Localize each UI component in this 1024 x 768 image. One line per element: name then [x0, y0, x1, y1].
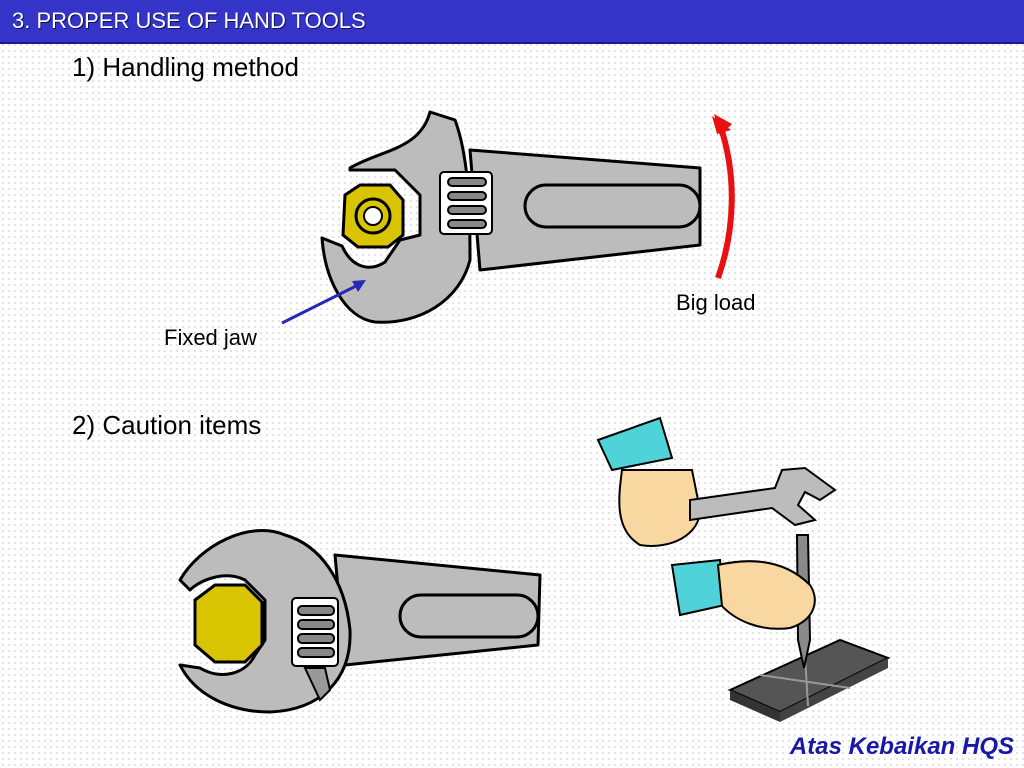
title-bar: 3. PROPER USE OF HAND TOOLS — [0, 0, 1024, 44]
section-heading-handling: 1) Handling method — [72, 52, 299, 82]
wrench-handle-slot — [523, 183, 702, 229]
sleeve-lower — [670, 558, 727, 617]
big-load-arrow — [715, 124, 735, 280]
hand-lower — [716, 560, 816, 630]
footer-credit: Atas Kebaikan HQS — [789, 733, 1014, 760]
section-heading-caution: 2) Caution items — [72, 410, 262, 440]
sleeve-upper — [596, 416, 674, 472]
big-load-label: Big load — [676, 290, 756, 315]
large-nut — [193, 583, 264, 664]
hand-upper — [618, 469, 702, 547]
worm-gear — [439, 171, 493, 235]
fixed-jaw-arrow — [281, 283, 359, 325]
small-wrench — [689, 466, 837, 527]
slide-title: 3. PROPER USE OF HAND TOOLS — [12, 8, 366, 33]
wrench-head — [320, 110, 472, 324]
wrench-handle-slot-2 — [398, 593, 540, 639]
worm-gear-2 — [291, 597, 339, 667]
fixed-jaw-label: Fixed jaw — [164, 325, 257, 350]
